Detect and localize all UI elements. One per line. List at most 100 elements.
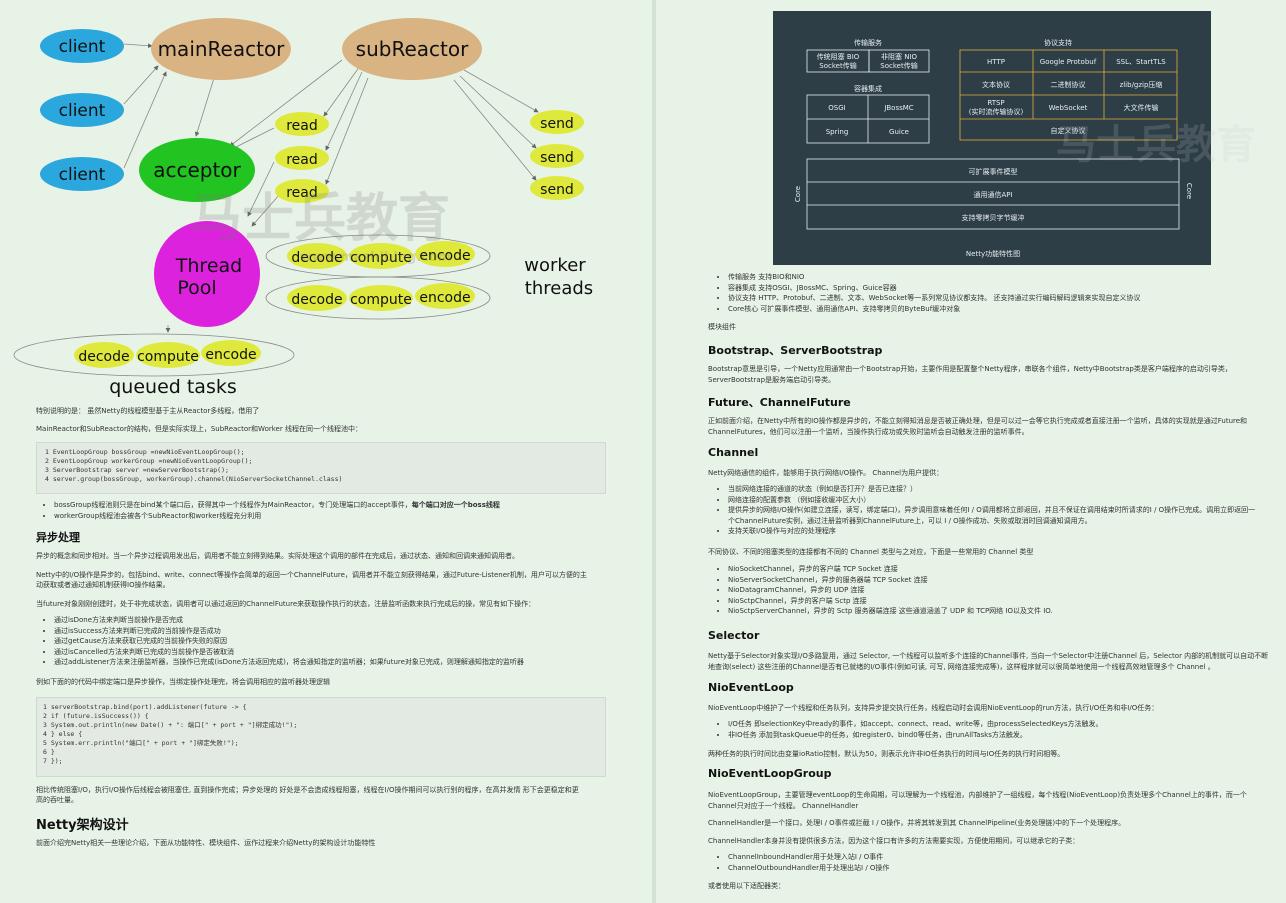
http-label: HTTP [987, 58, 1005, 66]
sub-reactor-node [342, 18, 482, 80]
right-page: 传输服务 传统阻塞 BIO Socket传输 非阻塞 NIO Socket传输 … [656, 0, 1286, 903]
netty-feature-diagram: 传输服务 传统阻塞 BIO Socket传输 非阻塞 NIO Socket传输 … [773, 11, 1211, 265]
paragraph-ioratio: 两种任务的执行时间比由变量ioRatio控制，默认为50，则表示允许非IO任务执… [708, 750, 1065, 758]
list-item: NioServerSocketChannel，异步的服务器端 TCP Socke… [728, 575, 1053, 586]
osgi-label: OSGI [828, 104, 845, 112]
websocket-label: WebSocket [1049, 104, 1088, 112]
list-item: bossGroup线程池则只是在bind某个端口后，获得其中一个线程作为Main… [54, 500, 500, 511]
paragraph-nioeventloopgroup-2: Channel只对应于一个线程。 ChannelHandler [708, 802, 859, 810]
decode-label-2: decode [291, 292, 342, 308]
read-node-2 [275, 146, 329, 170]
decode-node-2 [287, 285, 347, 311]
spring-label: Spring [826, 128, 849, 136]
paragraph-async-concept: 异步的概念和同步相对。当一个异步过程调用发出后，调用者不能立刻得到结果。实际处理… [36, 552, 519, 560]
diagram-caption: Netty功能特性图 [966, 249, 1020, 258]
paragraph-adapter-classes: 或者使用以下适配器类： [708, 882, 785, 890]
heading-netty-architecture: Netty架构设计 [36, 818, 129, 833]
list-item: I/O任务 即selectionKey中ready的事件，如accept、con… [728, 719, 1103, 730]
list-item: NioDatagramChannel，异步的 UDP 连接 [728, 585, 1053, 596]
acceptor-node [139, 138, 255, 202]
code-line: 5 System.err.println("端口[" + port + "]绑定… [43, 739, 239, 747]
read-label-3: read [286, 185, 318, 201]
api-label: 通用通信API [973, 190, 1012, 199]
heading-channel: Channel [708, 446, 759, 459]
list-item: 协议支持 HTTP、Protobuf、二进制、文本、WebSocket等一系列常… [728, 293, 1141, 304]
list-item: NioSocketChannel，异步的客户端 TCP Socket 连接 [728, 564, 1053, 575]
feature-list: 传输服务 支持BIO和NIO 容器集成 支持OSGI、JBossMC、Sprin… [710, 272, 1141, 314]
read-node-3 [275, 179, 329, 203]
encode-node-1 [415, 241, 475, 267]
paragraph-channelhandler: ChannelHandler是一个接口，处理I / O事件或拦截 I / O操作… [708, 819, 1126, 827]
nioeventloop-tasks-list: I/O任务 即selectionKey中ready的事件，如accept、con… [710, 719, 1103, 740]
custom-protocol-label: 自定义协议 [1051, 126, 1086, 135]
client-label-1: client [59, 37, 106, 57]
send-node-3 [530, 176, 584, 200]
list-item: ChannelOutboundHandler用于处理出站I / O操作 [728, 863, 889, 874]
protocol-title: 协议支持 [1044, 38, 1072, 47]
client-label-3: client [59, 165, 106, 185]
list-item: 提供异步的网络I/O操作(如建立连接，读写，绑定端口)，异步调用意味着任何I /… [728, 505, 1255, 516]
channel-features-list: 当前网络连接的通道的状态（例如是否打开？是否已连接？） 网络连接的配置参数 （例… [710, 484, 1255, 537]
code-line: 1 serverBootstrap.bind(port).addListener… [43, 703, 247, 711]
code-line: 4 } else { [43, 730, 83, 738]
decode-label-3: decode [78, 349, 129, 365]
core-label-right: Core [1185, 183, 1193, 199]
acceptor-label: acceptor [153, 158, 241, 182]
paragraph-channelhandler-subclass: ChannelHandler本身并没有提供很多方法，因为这个接口有许多的方法需要… [708, 837, 1080, 845]
list-item: 网络连接的配置参数 （例如接收缓冲区大小） [728, 495, 1255, 506]
code-line: 3 System.out.println(new Date() + ": 端口[… [43, 721, 298, 729]
paragraph-reactor-note: 特别说明的是： 虽然Netty的线程模型基于主从Reactor多线程，借用了 [36, 407, 260, 415]
text-protocol-label: 文本协议 [982, 80, 1010, 89]
zlib-label: zlib/gzip压缩 [1120, 80, 1163, 89]
code-line: 2 EventLoopGroup workerGroup =newNioEven… [45, 457, 253, 465]
worker-threads-label-1: worker [524, 255, 586, 276]
paragraph-bootstrap-1: Bootstrap意思是引导，一个Netty应用通常由一个Bootstrap开始… [708, 365, 1232, 373]
compute-label-2: compute [350, 292, 412, 308]
left-page: client client client mainReactor subReac… [0, 0, 652, 903]
boss-worker-list: bossGroup线程池则只是在bind某个端口后，获得其中一个线程作为Main… [36, 500, 500, 521]
code-line: 1 EventLoopGroup bossGroup =newNioEventL… [45, 448, 245, 456]
list-item: 通过getCause方法来获取已完成的当前操作失败的原因 [54, 636, 524, 647]
code-block-bind-listener: 1 serverBootstrap.bind(port).addListener… [36, 697, 606, 777]
encode-label-1: encode [419, 248, 470, 264]
encode-node-2 [415, 283, 475, 309]
thread-pool-label-1: Thread [175, 255, 242, 277]
container-title: 容器集成 [854, 84, 882, 93]
thread-pool-node [154, 221, 260, 327]
queued-group [13, 333, 295, 377]
bio-label-1: 传统阻塞 BIO [817, 52, 860, 61]
paragraph-future-1: 正如前面介绍，在Netty中所有的IO操作都是异步的，不能立刻得知消息是否被正确… [708, 417, 1248, 425]
read-label-1: read [286, 118, 318, 134]
paragraph-async-benefit-2: 高的吞吐量。 [36, 796, 78, 804]
list-item: 通过addListener方法来注册监听器，当操作已完成(isDone方法返回完… [54, 657, 524, 668]
compute-node-1 [349, 243, 413, 269]
read-label-2: read [286, 152, 318, 168]
main-reactor-label: mainReactor [158, 37, 286, 61]
list-item: 当前网络连接的通道的状态（例如是否打开？是否已连接？） [728, 484, 1255, 495]
jboss-label: JBossMC [883, 104, 913, 112]
paragraph-netty-io-1: Netty中的I/O操作是异步的，包括bind、write、connect等操作… [36, 571, 587, 579]
paragraph-reactor-structure: MainReactor和SubReactor的结构，但是实际实现上，SubRea… [36, 425, 362, 433]
compute-label-3: compute [137, 349, 199, 365]
list-item: workerGroup线程池会被各个SubReactor和worker线程充分利… [54, 511, 500, 522]
heading-selector: Selector [708, 629, 760, 642]
guice-label: Guice [889, 128, 909, 136]
compute-node-2 [349, 285, 413, 311]
rtsp-label-1: RTSP [987, 99, 1004, 107]
heading-nioeventloop: NioEventLoop [708, 681, 794, 694]
protobuf-label: Google Protobuf [1040, 58, 1097, 66]
list-item: ChannelInboundHandler用于处理入站I / O事件 [728, 852, 889, 863]
event-model-label: 可扩展事件模型 [969, 167, 1018, 176]
paragraph-future-ops: 当future对象刚刚创建时，处于非完成状态，调用者可以通过返回的Channel… [36, 600, 536, 608]
heading-future: Future、ChannelFuture [708, 396, 851, 409]
client-node-2 [40, 93, 124, 127]
list-item: NioSctpServerChannel，异步的 Sctp 服务器端连接 这些通… [728, 606, 1053, 617]
rtsp-label-2: (实时流传输协议) [969, 107, 1024, 116]
heading-nioeventloopgroup: NioEventLoopGroup [708, 767, 832, 780]
worker-threads-label-2: threads [525, 278, 593, 299]
nio-label-2: Socket传输 [880, 61, 917, 70]
decode-label-1: decode [291, 250, 342, 266]
decode-node-1 [287, 243, 347, 269]
binary-protocol-label: 二进制协议 [1051, 80, 1086, 89]
encode-node-3 [201, 340, 261, 366]
